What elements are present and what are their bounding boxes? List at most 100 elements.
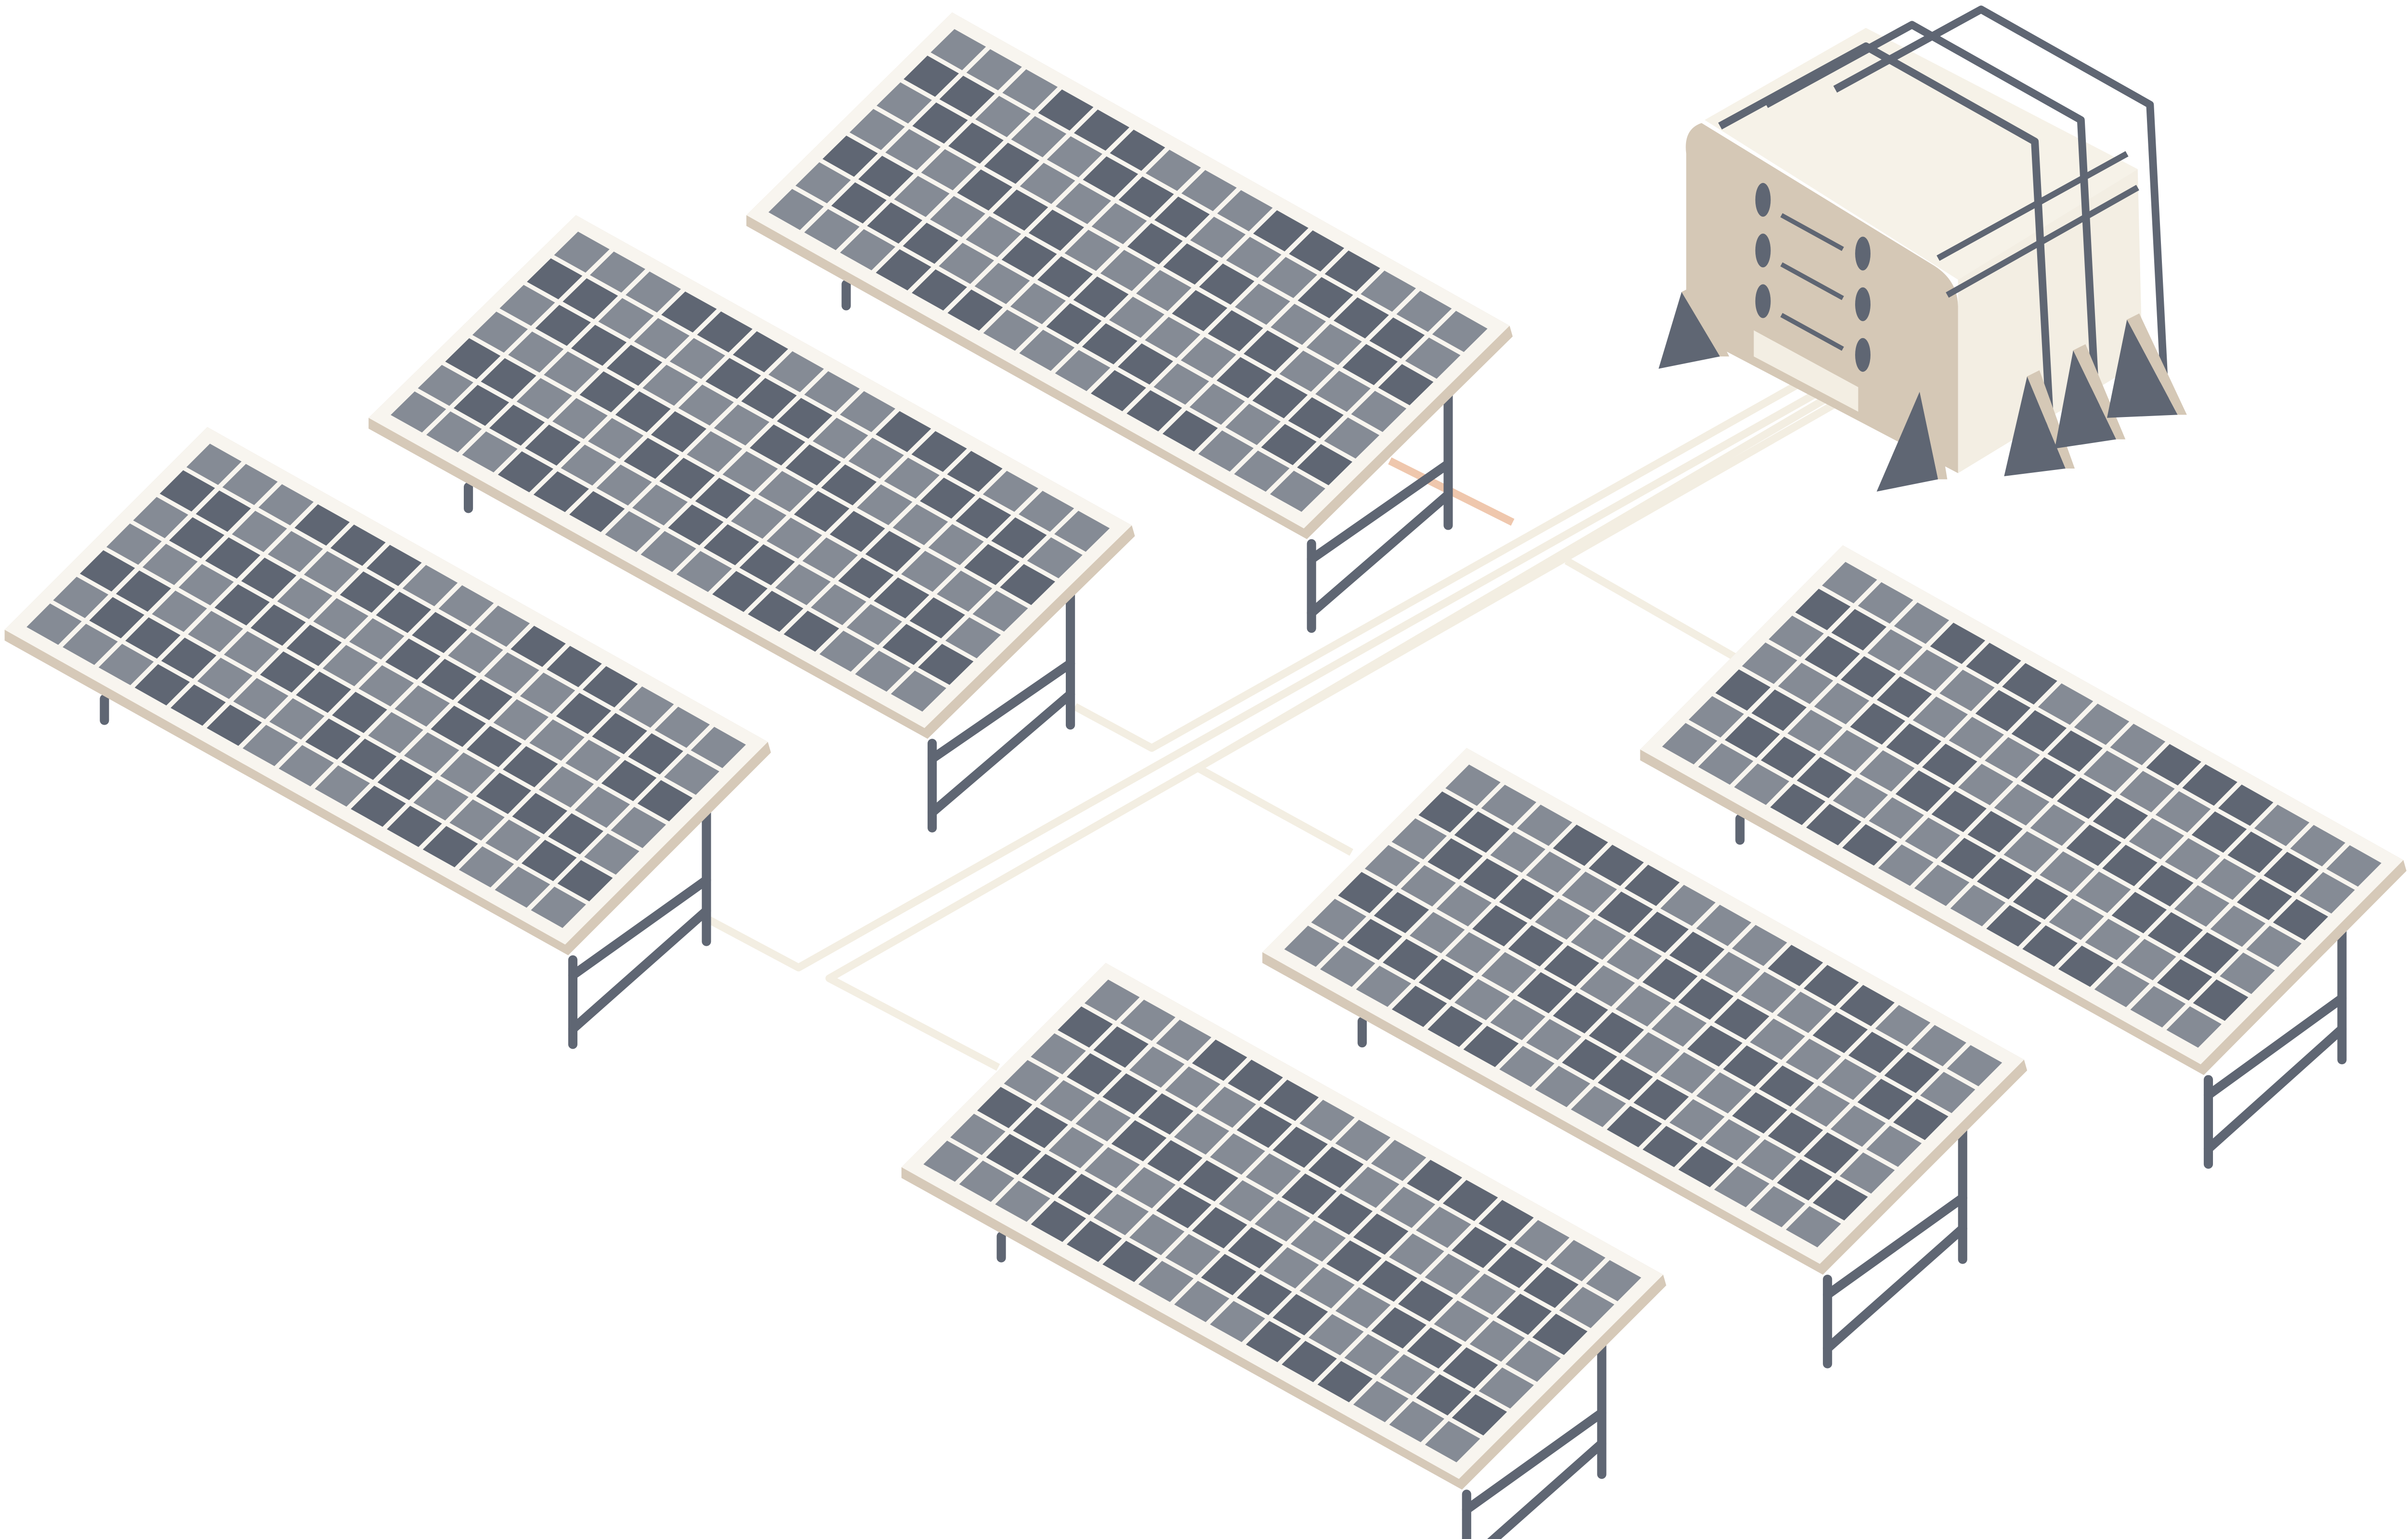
solar-cell bbox=[1831, 1105, 1886, 1147]
solar-cell bbox=[1514, 1220, 1570, 1262]
solar-cell bbox=[1344, 1166, 1400, 1208]
solar-cell bbox=[1192, 1207, 1247, 1249]
solar-cell bbox=[1297, 277, 1353, 318]
solar-cell bbox=[1597, 1059, 1653, 1100]
box-port bbox=[1855, 236, 1871, 271]
solar-cell bbox=[731, 497, 786, 539]
solar-cell bbox=[1409, 912, 1465, 953]
cable bbox=[1564, 557, 1738, 661]
solar-cell bbox=[1102, 1073, 1158, 1115]
solar-cell bbox=[548, 813, 603, 855]
solar-cell bbox=[1055, 350, 1111, 391]
solar-cell bbox=[1391, 985, 1447, 1027]
inverter-box bbox=[1658, 5, 2187, 492]
solar-cell bbox=[1102, 1240, 1158, 1282]
solar-cell bbox=[1878, 844, 1934, 886]
solar-cell bbox=[161, 638, 217, 679]
solar-cell bbox=[529, 719, 585, 761]
solar-cell bbox=[1129, 1046, 1185, 1088]
solar-cell bbox=[1317, 1361, 1373, 1403]
solar-cell bbox=[923, 1140, 979, 1182]
box-foot-side bbox=[2127, 313, 2187, 415]
solar-cell bbox=[1445, 932, 1501, 974]
solar-cell bbox=[1526, 1019, 1582, 1060]
solar-cell bbox=[669, 338, 725, 379]
solar-cell bbox=[1315, 370, 1371, 412]
solar-cell bbox=[1145, 150, 1201, 191]
solar-cell bbox=[571, 325, 627, 366]
solar-cell bbox=[467, 726, 522, 768]
solar-cell bbox=[829, 511, 885, 552]
solar-cell bbox=[615, 391, 671, 432]
solar-cell bbox=[561, 444, 616, 486]
solar-cell bbox=[1633, 1079, 1689, 1121]
solar-cell bbox=[575, 786, 630, 828]
solar-cell bbox=[1058, 1006, 1113, 1048]
stand-brace bbox=[1823, 1193, 1967, 1300]
solar-cell bbox=[1436, 885, 1492, 926]
solar-cell bbox=[1975, 690, 2031, 731]
solar-cell bbox=[1822, 561, 1877, 603]
solar-cell bbox=[1235, 284, 1290, 325]
solar-cell bbox=[1261, 424, 1317, 465]
solar-cell bbox=[1895, 770, 1951, 812]
solar-cell bbox=[1517, 805, 1572, 846]
solar-cell bbox=[1270, 303, 1326, 345]
solar-cell bbox=[2058, 945, 2114, 987]
solar-cell bbox=[1380, 1354, 1436, 1396]
solar-cell bbox=[2074, 704, 2130, 745]
solar-cell bbox=[1651, 1005, 1707, 1047]
solar-panel bbox=[368, 215, 1135, 833]
solar-cell bbox=[269, 698, 325, 740]
solar-cell bbox=[1487, 1247, 1543, 1288]
solar-cell bbox=[1163, 243, 1219, 285]
solar-cell bbox=[1920, 1071, 1976, 1113]
solar-cell bbox=[1038, 89, 1094, 131]
solar-cell bbox=[1559, 1287, 1615, 1329]
solar-cell bbox=[287, 625, 342, 666]
box-strap bbox=[1764, 21, 2100, 412]
box-foot-side bbox=[1681, 286, 1729, 357]
solar-cell bbox=[376, 591, 432, 633]
solar-cell bbox=[472, 312, 528, 353]
solar-cell bbox=[1678, 978, 1734, 1020]
solar-cell bbox=[404, 732, 459, 774]
solar-cell bbox=[1698, 743, 1754, 785]
solar-cell bbox=[1580, 965, 1635, 1007]
solar-cell bbox=[995, 1180, 1050, 1222]
solar-cell bbox=[874, 577, 929, 619]
solar-cell bbox=[991, 517, 1047, 559]
box-strap bbox=[1937, 151, 2129, 261]
solar-cell bbox=[993, 189, 1048, 231]
solar-cell bbox=[876, 249, 931, 291]
solar-cell bbox=[1311, 899, 1367, 940]
solar-cell bbox=[1469, 1320, 1525, 1362]
solar-cell bbox=[955, 497, 1011, 539]
solar-panel bbox=[901, 963, 1666, 1539]
solar-cell bbox=[2299, 872, 2355, 914]
solar-cell bbox=[1949, 717, 2004, 758]
solar-cell bbox=[901, 550, 957, 592]
solar-cell bbox=[812, 417, 868, 459]
solar-cell bbox=[1418, 959, 1474, 1000]
solar-cell bbox=[857, 484, 913, 525]
solar-cell bbox=[637, 780, 693, 822]
solar-cell bbox=[678, 384, 734, 426]
solar-cell bbox=[1496, 1293, 1552, 1335]
solar-cell bbox=[186, 443, 242, 485]
solar-cell bbox=[982, 470, 1038, 512]
solar-cell bbox=[840, 229, 896, 271]
solar-cell bbox=[2210, 905, 2266, 947]
solar-cell bbox=[1787, 709, 1843, 752]
solar-cell bbox=[1145, 316, 1201, 358]
solar-cell bbox=[1812, 1012, 1868, 1053]
solar-panel bbox=[1262, 748, 2028, 1369]
solar-cell bbox=[484, 652, 539, 694]
solar-cell bbox=[601, 760, 657, 801]
solar-cell bbox=[258, 484, 314, 525]
solar-cell bbox=[1867, 629, 1923, 671]
solar-cell bbox=[758, 471, 814, 512]
solar-cell bbox=[1821, 1058, 1877, 1100]
solar-cell bbox=[1903, 649, 1959, 691]
